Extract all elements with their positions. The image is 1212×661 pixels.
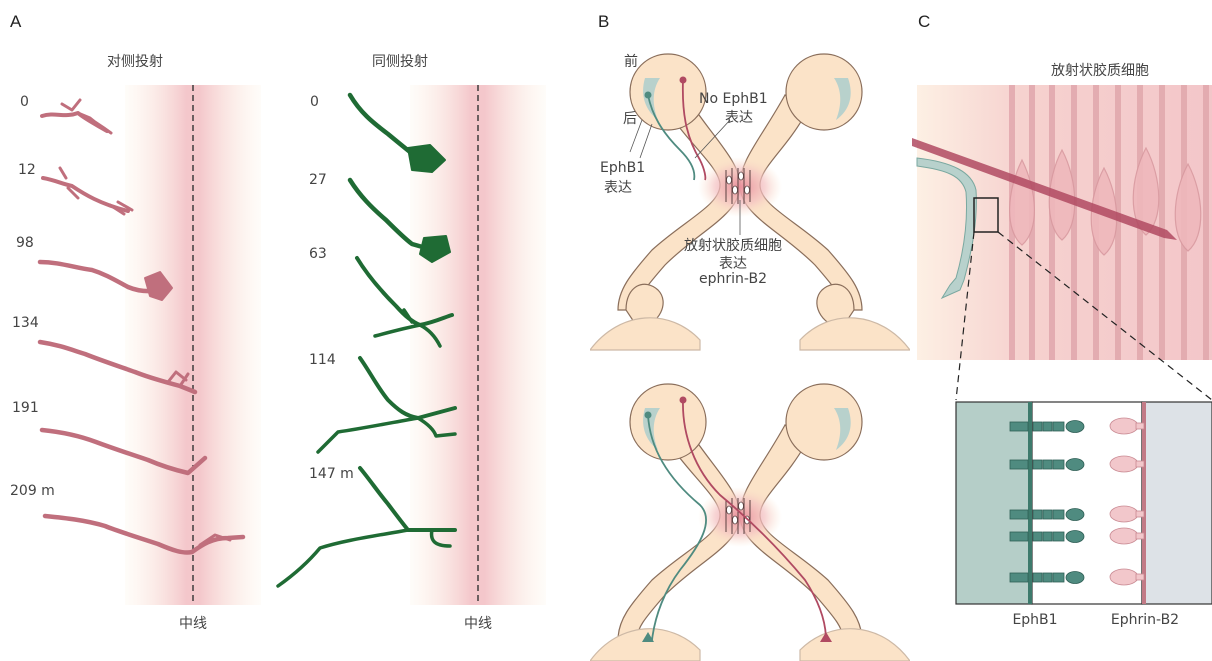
ephb1-expression-label: 表达 xyxy=(604,177,632,197)
contralateral-time-2: 98 xyxy=(16,235,34,251)
contralateral-time-0: 0 xyxy=(20,94,29,110)
no-ephb1-expression-label: 表达 xyxy=(725,107,753,127)
no-ephb1-label: No EphB1 xyxy=(699,91,768,107)
midline-label-right: 中线 xyxy=(448,613,508,633)
receptor-ligand-inset xyxy=(956,402,1212,604)
ipsilateral-time-4: 147 m xyxy=(309,466,354,482)
ephrin-b2-label: ephrin-B2 xyxy=(668,271,798,287)
contralateral-time-5: 209 m xyxy=(10,483,55,499)
contralateral-time-1: 12 xyxy=(18,162,36,178)
ephrin-b2-inset-label: Ephrin-B2 xyxy=(1100,612,1190,628)
panel-b-figure xyxy=(590,40,910,661)
posterior-label: 后 xyxy=(623,108,637,128)
ipsilateral-time-2: 63 xyxy=(309,246,327,262)
ephb1-receptor-5 xyxy=(1010,572,1084,584)
midline-label-left: 中线 xyxy=(163,613,223,633)
ipsilateral-time-0: 0 xyxy=(310,94,319,110)
contralateral-time-4: 191 xyxy=(12,400,39,416)
ephb1-receptor-4 xyxy=(1010,531,1084,543)
panel-c-letter: C xyxy=(918,12,930,32)
panel-a-figure xyxy=(0,0,580,661)
ipsilateral-title: 同侧投射 xyxy=(345,51,455,71)
contralateral-axon-t0 xyxy=(42,100,111,133)
ephb1-receptor-2 xyxy=(1010,459,1084,471)
panel-b-letter: B xyxy=(598,12,609,32)
contralateral-time-3: 134 xyxy=(12,315,39,331)
ipsilateral-time-3: 114 xyxy=(309,352,336,368)
radial-glia-title: 放射状胶质细胞 xyxy=(1030,60,1170,80)
ephb1-label: EphB1 xyxy=(600,160,645,176)
anterior-label: 前 xyxy=(624,51,638,71)
glia-expression-label: 表达 xyxy=(668,253,798,273)
contralateral-axon-t12 xyxy=(43,168,132,214)
contralateral-title: 对侧投射 xyxy=(80,51,190,71)
glia-label: 放射状胶质细胞 xyxy=(668,235,798,255)
ephb1-inset-label: EphB1 xyxy=(995,612,1075,628)
ephb1-receptor-1 xyxy=(1010,421,1084,433)
panel-c-figure xyxy=(912,80,1212,661)
ephb1-receptor-3 xyxy=(1010,509,1084,521)
chiasm-bottom xyxy=(590,384,910,661)
ipsilateral-time-1: 27 xyxy=(309,172,327,188)
